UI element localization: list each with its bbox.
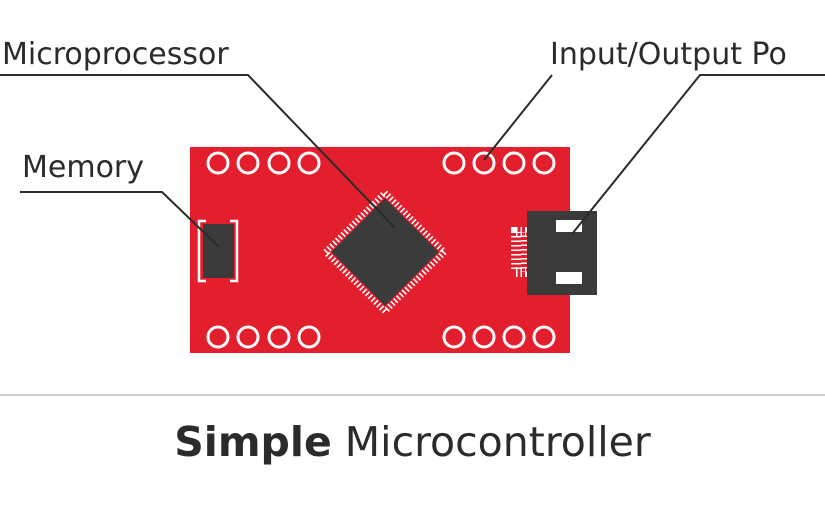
leader-lines [0, 74, 825, 247]
caption-regular: Microcontroller [344, 418, 651, 466]
pin-hole [267, 151, 291, 175]
memory-chip-bracket [230, 219, 239, 283]
label-microprocessor: Microprocessor [2, 37, 229, 72]
pin-hole [236, 151, 260, 175]
leader-line-memory [20, 191, 219, 247]
usb-port-slot [556, 272, 582, 284]
pin-row-bottom-left [206, 325, 321, 349]
pin-row-top-right [442, 151, 556, 175]
pin-hole [297, 325, 321, 349]
pin-hole [532, 151, 556, 175]
usb-port-pins [511, 227, 531, 277]
pin-hole [532, 325, 556, 349]
memory-chip-body [203, 224, 234, 278]
memory-chip-bracket [197, 219, 206, 283]
pin-hole [442, 325, 466, 349]
pin-hole [206, 325, 230, 349]
caption-bold: Simple [174, 418, 332, 466]
label-input-output: Input/Output Po [550, 37, 787, 72]
usb-port [511, 211, 597, 295]
pin-hole [502, 325, 526, 349]
pin-hole [267, 325, 291, 349]
pin-hole [472, 325, 496, 349]
memory-chip [197, 219, 239, 283]
pin-hole [206, 151, 230, 175]
label-memory: Memory [22, 150, 145, 185]
pin-hole [472, 151, 496, 175]
pin-hole [442, 151, 466, 175]
pin-hole [297, 151, 321, 175]
microprocessor-body [331, 198, 439, 306]
pin-row-top-left [206, 151, 321, 175]
microprocessor-chip [321, 188, 449, 316]
leader-line-microprocessor [0, 74, 396, 229]
leader-line-input-output-pin [483, 74, 553, 161]
pin-hole [502, 151, 526, 175]
leader-line-input-output [571, 74, 825, 235]
pin-hole [236, 325, 260, 349]
pin-row-bottom-right [442, 325, 556, 349]
diagram-caption: Simple Microcontroller [0, 422, 825, 463]
